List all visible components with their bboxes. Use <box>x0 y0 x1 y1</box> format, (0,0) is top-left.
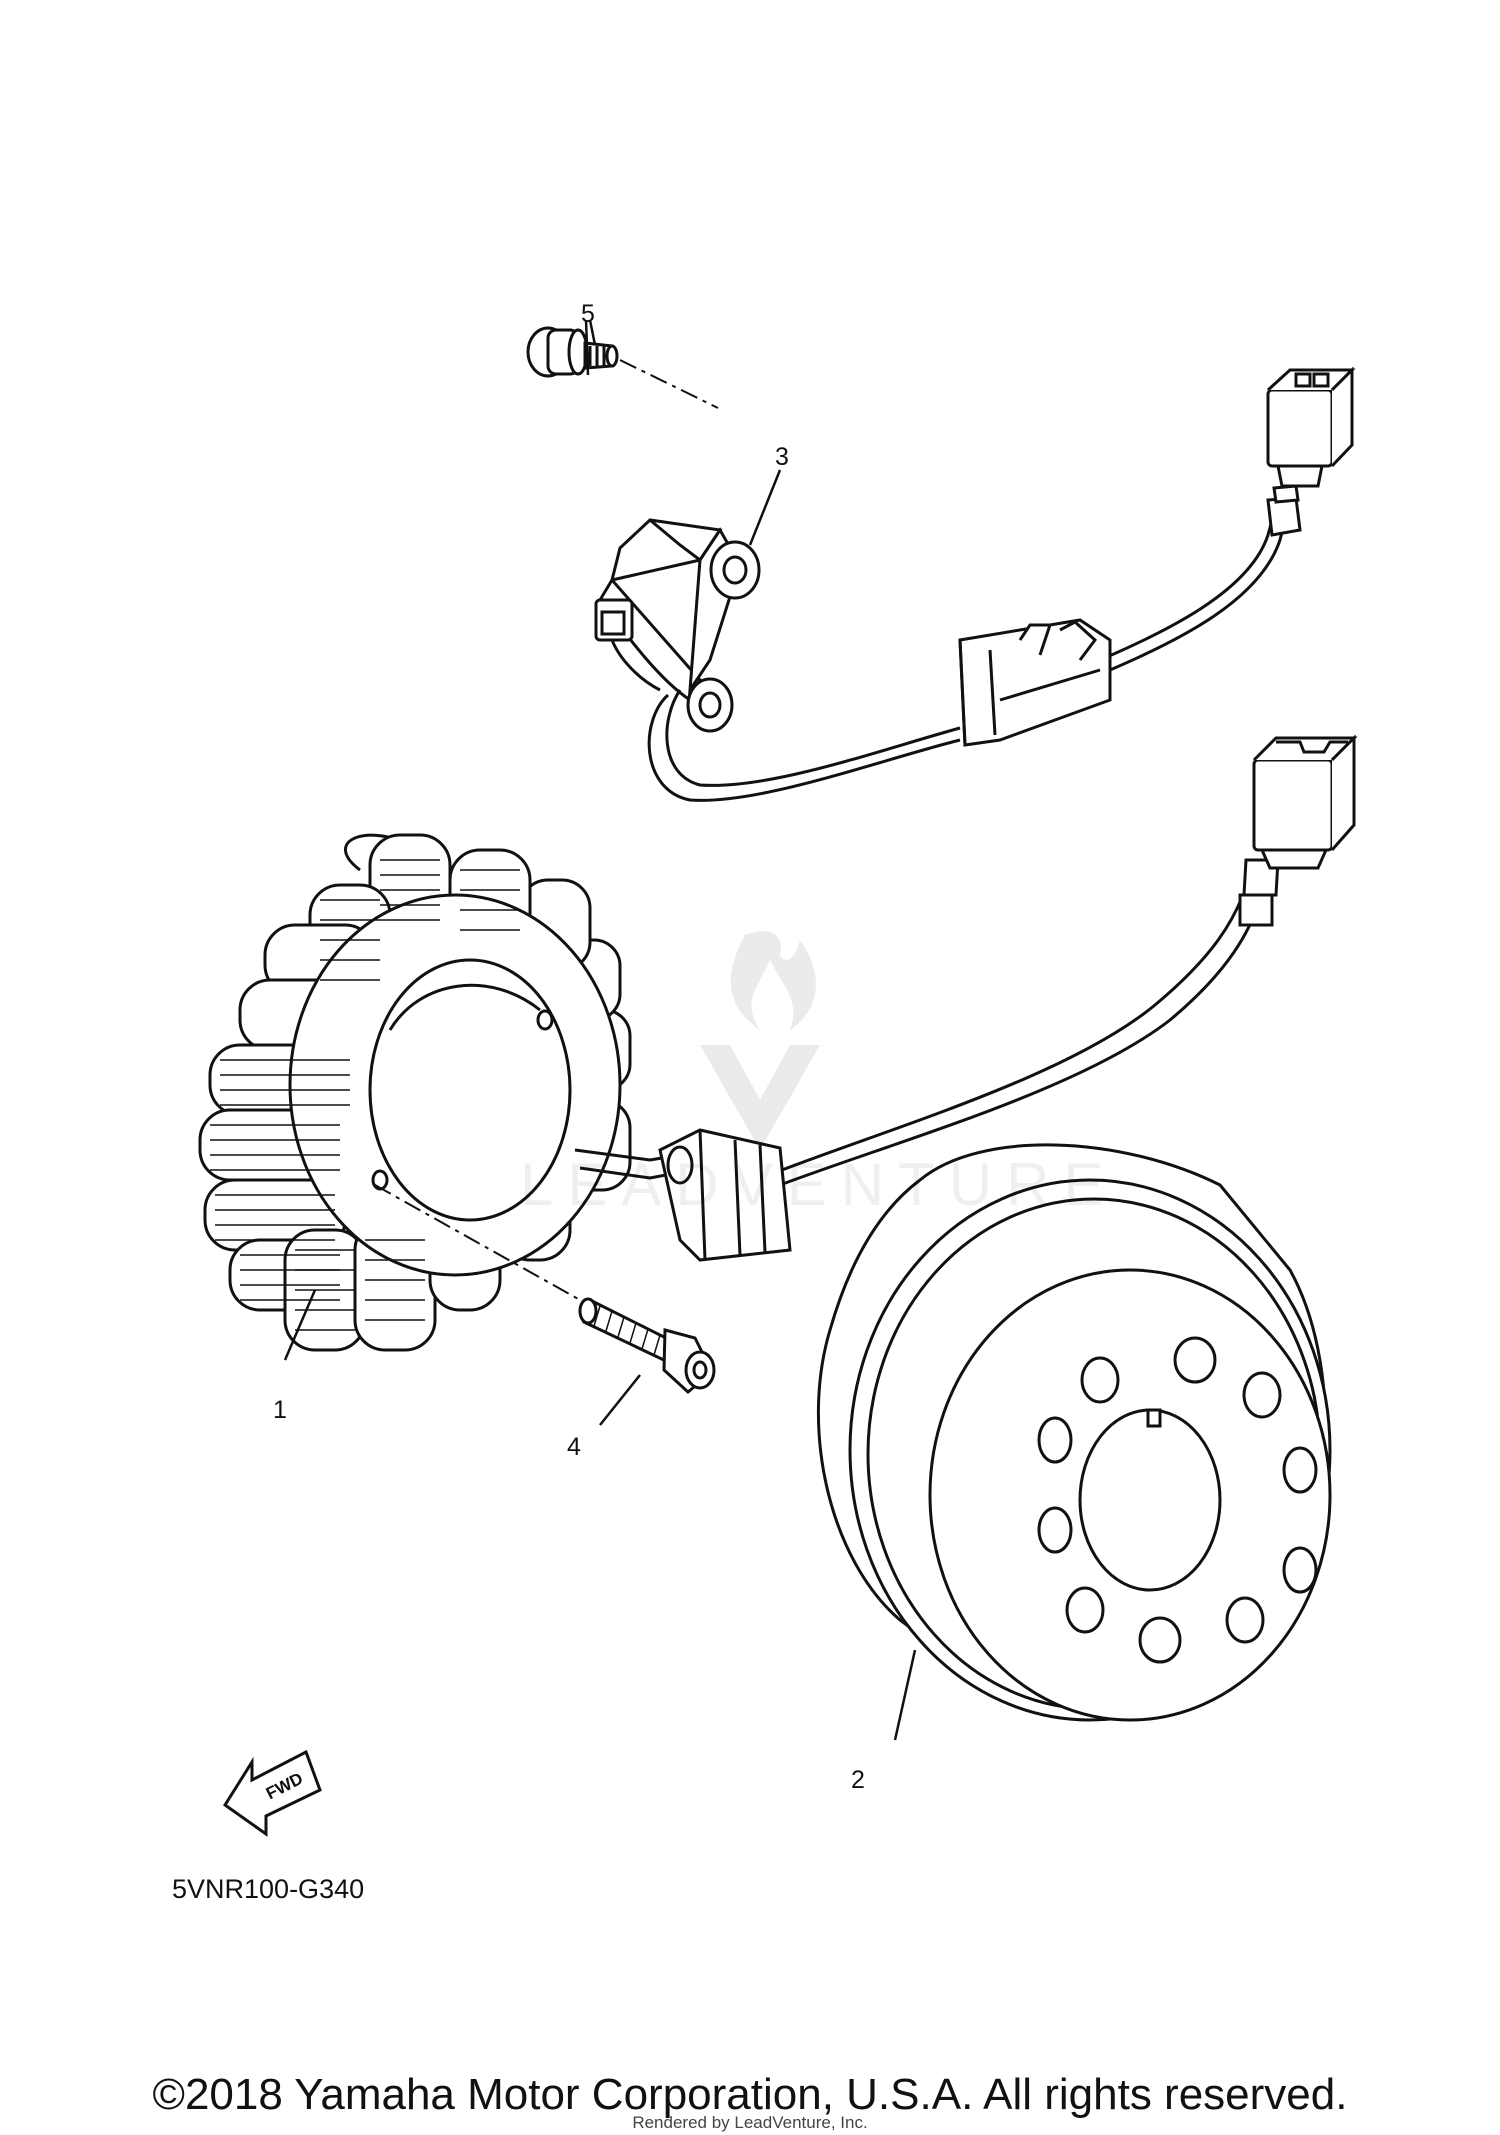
copyright-notice: ©2018 Yamaha Motor Corporation, U.S.A. A… <box>152 2070 1348 2119</box>
leadventure-logo-icon <box>700 931 820 1150</box>
watermark-text: LEADVENTURE <box>520 1151 1118 1218</box>
callout-1: 1 <box>273 1396 287 1424</box>
rendered-by-credit: Rendered by LeadVenture, Inc. <box>632 2113 868 2132</box>
part-1-stator <box>198 833 632 1352</box>
fwd-arrow-icon <box>222 1749 322 1837</box>
diagram-reference: 5VNR100-G340 <box>172 1874 365 1904</box>
callout-3: 3 <box>775 443 789 471</box>
part-4-bolt <box>578 1297 716 1394</box>
callout-4: 4 <box>567 1433 581 1461</box>
leader-lines <box>283 319 917 1741</box>
stator-connector <box>1238 734 1358 927</box>
callout-2: 2 <box>851 1766 865 1794</box>
callout-5: 5 <box>581 300 595 328</box>
alignment-line-5 <box>619 359 719 409</box>
part-5-bolt <box>526 326 619 378</box>
stator-lead-clamp <box>658 1128 792 1262</box>
harness-clamp <box>958 618 1112 747</box>
pickup-connector <box>1266 366 1356 537</box>
part-2-rotor <box>816 1143 1332 1722</box>
part-3-pickup-coil <box>594 518 761 733</box>
alignment-line-4 <box>374 1184 581 1301</box>
part-3-harness <box>647 497 1292 802</box>
